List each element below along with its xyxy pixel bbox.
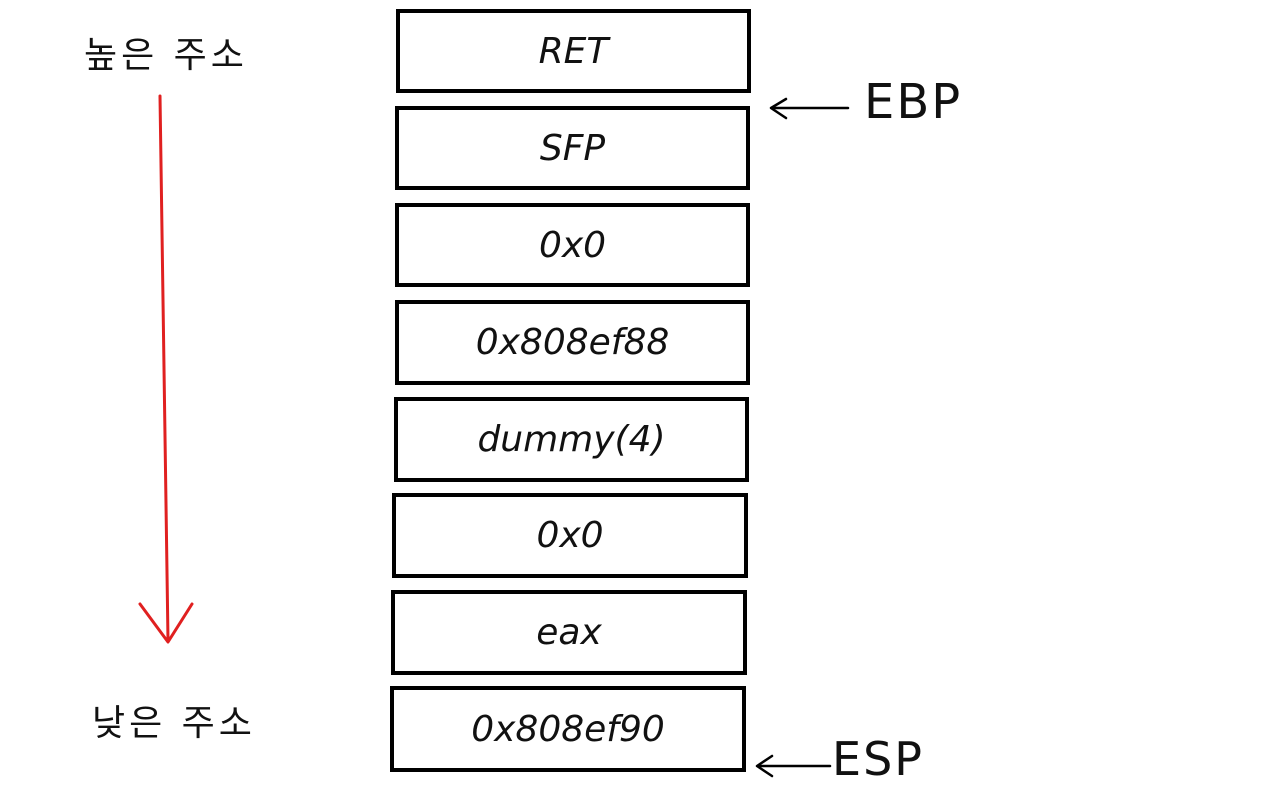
stack-cell-dummy: dummy(4) [394,397,749,482]
stack-cell-sfp: SFP [395,106,750,190]
low-address-label: 낮은 주소 [92,703,256,744]
esp-pointer-arrow [755,754,832,778]
address-direction-arrow [138,94,194,644]
stack-cell-ret: RET [396,9,751,93]
stack-cell-addr-ef90: 0x808ef90 [390,686,746,772]
esp-label: ESP [832,732,925,786]
stack-cell-zero-2: 0x0 [392,493,748,578]
stack-cell-eax: eax [391,590,747,675]
high-address-label: 높은 주소 [84,35,248,76]
stack-cell-zero-1: 0x0 [395,203,750,287]
ebp-pointer-arrow [769,97,850,120]
stack-cell-addr-ef88: 0x808ef88 [395,300,750,385]
ebp-label: EBP [864,74,963,130]
